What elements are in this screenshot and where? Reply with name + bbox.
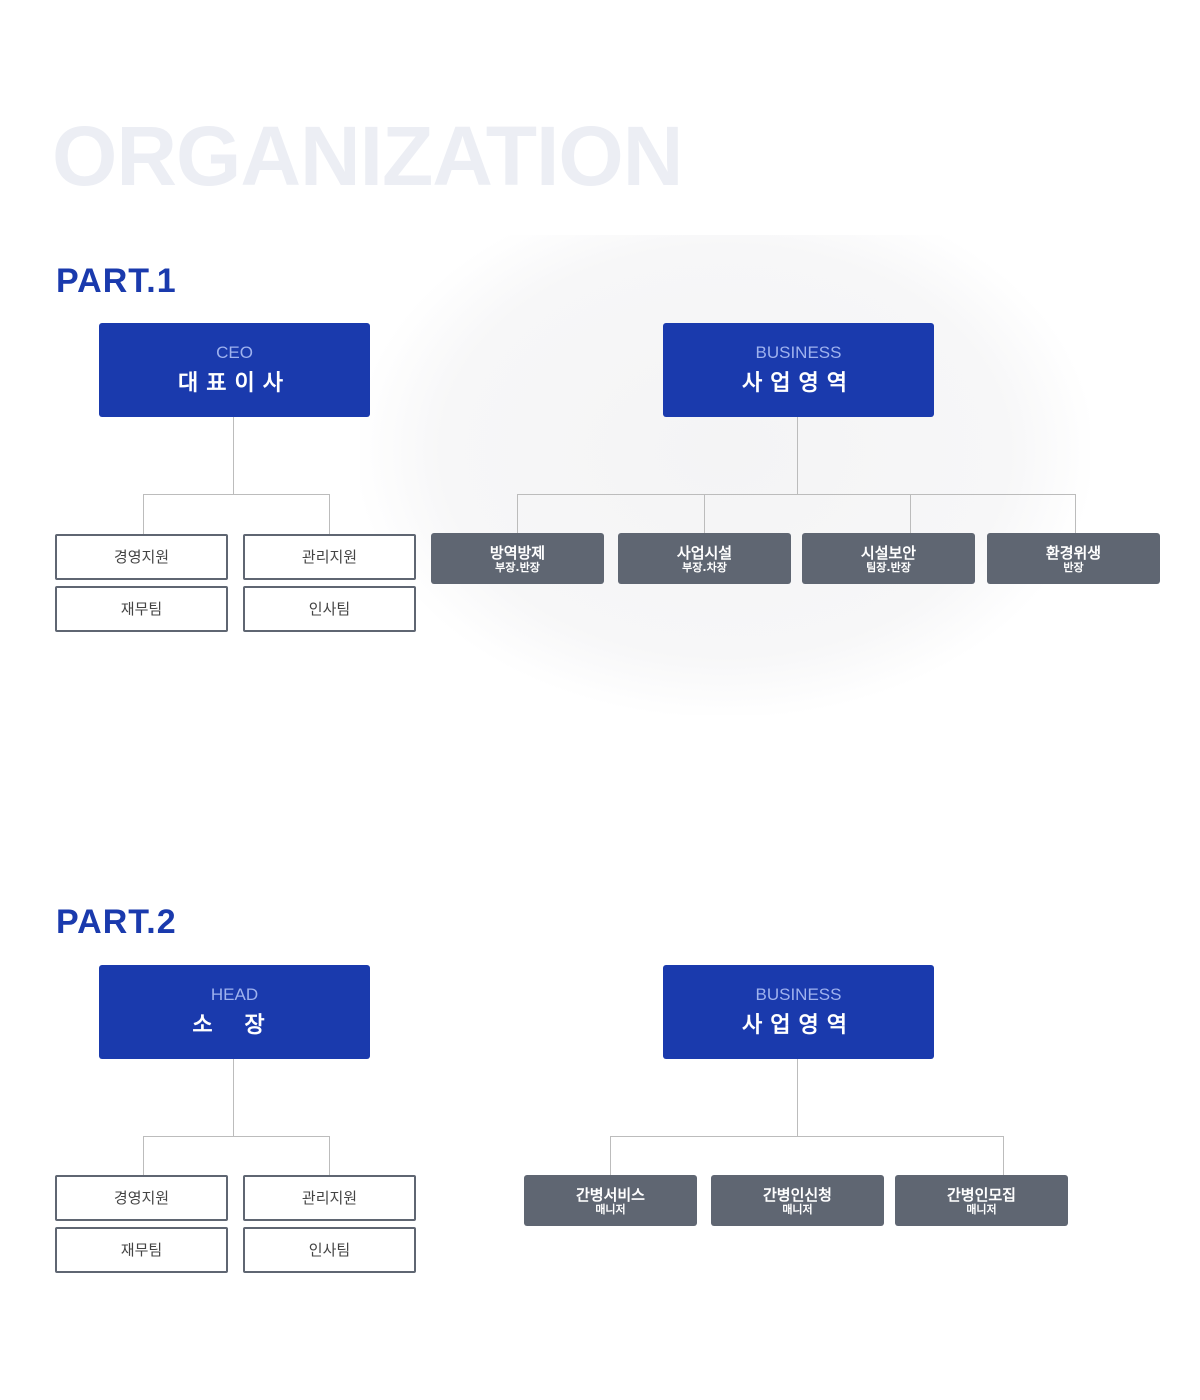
connector	[329, 494, 330, 534]
dept-box: 경영지원	[55, 1175, 228, 1221]
unit-sub: 부장.반장	[495, 561, 540, 574]
ceo-box: CEO 대표이사	[99, 323, 370, 417]
connector	[517, 494, 1076, 495]
unit-title: 간병서비스	[575, 1186, 645, 1204]
unit-title: 시설보안	[860, 544, 917, 562]
connector	[517, 494, 518, 533]
business-en: BUSINESS	[755, 343, 842, 362]
business-ko: 사업영역	[742, 1013, 855, 1038]
business-box: BUSINESS 사업영역	[663, 323, 934, 417]
ceo-ko: 대표이사	[178, 371, 291, 396]
world-map-background	[360, 235, 1090, 715]
connector	[1003, 1136, 1004, 1175]
ceo-en: CEO	[216, 343, 253, 362]
unit-sub: 팀장.반장	[866, 561, 911, 574]
business-en: BUSINESS	[755, 985, 842, 1004]
background-title: ORGANIZATION	[52, 109, 683, 203]
unit-title: 사업시설	[676, 544, 733, 562]
business-box: BUSINESS 사업영역	[663, 965, 934, 1059]
unit-title: 간병인신청	[762, 1186, 832, 1204]
connector	[233, 1059, 234, 1136]
unit-sub: 매니저	[595, 1203, 626, 1216]
connector	[610, 1136, 611, 1175]
unit-title: 환경위생	[1045, 544, 1102, 562]
business-ko: 사업영역	[742, 371, 855, 396]
unit-sub: 부장.차장	[682, 561, 727, 574]
head-box: HEAD 소 장	[99, 965, 370, 1059]
dept-box: 인사팀	[243, 1227, 416, 1273]
connector	[143, 1136, 330, 1137]
connector	[610, 1136, 1004, 1137]
connector	[1075, 494, 1076, 533]
head-ko: 소 장	[192, 1013, 277, 1038]
connector	[910, 494, 911, 533]
dept-box: 재무팀	[55, 586, 228, 632]
connector	[797, 417, 798, 494]
unit-title: 방역방제	[489, 544, 546, 562]
part1-label: PART.1	[56, 262, 177, 300]
connector	[797, 1059, 798, 1136]
head-en: HEAD	[210, 985, 259, 1004]
connector	[143, 494, 144, 534]
dept-box: 재무팀	[55, 1227, 228, 1273]
connector	[704, 494, 705, 533]
connector	[143, 494, 330, 495]
unit-title: 간병인모집	[946, 1186, 1016, 1204]
connector	[143, 1136, 144, 1176]
connector	[329, 1136, 330, 1176]
part2-label: PART.2	[56, 903, 177, 941]
dept-box: 관리지원	[243, 1175, 416, 1221]
unit-sub: 반장	[1063, 561, 1084, 574]
unit-sub: 매니저	[966, 1203, 997, 1216]
dept-box: 인사팀	[243, 586, 416, 632]
unit-sub: 매니저	[782, 1203, 813, 1216]
dept-box: 경영지원	[55, 534, 228, 580]
dept-box: 관리지원	[243, 534, 416, 580]
connector	[233, 417, 234, 494]
